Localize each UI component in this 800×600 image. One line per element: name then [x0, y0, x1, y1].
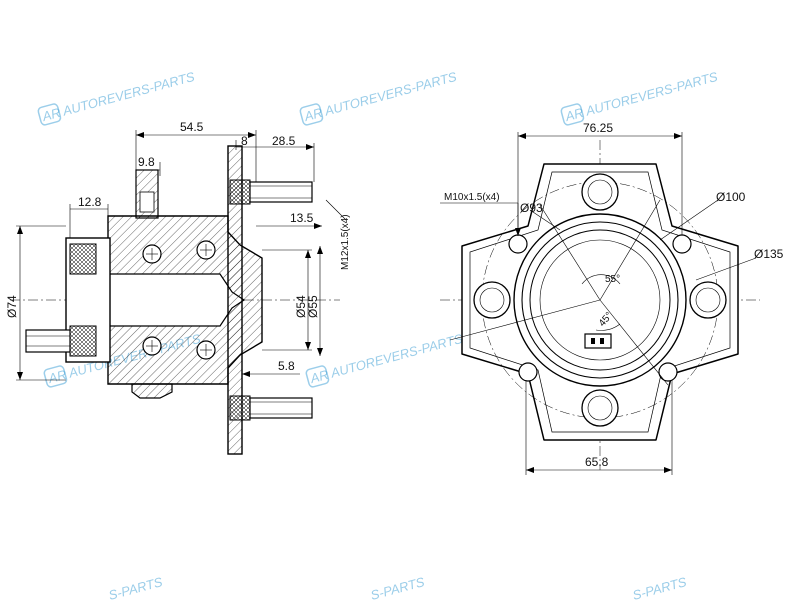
side-section-view: 54.5 8 28.5 9.8 12.8 13.5 M12x1.5(x4) Ø7… [5, 120, 351, 455]
logo-letters: AR [46, 367, 68, 386]
watermark-text: AUTOREVERS-PARTS [322, 69, 458, 119]
dim-76-25: 76.25 [583, 121, 613, 135]
hub-bore [95, 273, 246, 327]
dim-dia-100: Ø100 [716, 190, 746, 204]
watermark-3: AR AUTOREVERS-PARTS [560, 69, 719, 126]
watermark-9: S-PARTS [631, 574, 688, 600]
encoder-ring-lower [69, 325, 97, 357]
logo-icon [37, 103, 62, 126]
angle-55: 55° [605, 274, 620, 285]
side-dimensions: 54.5 8 28.5 9.8 12.8 13.5 M12x1.5(x4) Ø7… [5, 120, 351, 381]
bore-ring [539, 239, 661, 361]
lower-mount-lug [131, 383, 173, 399]
watermark-1: AR AUTOREVERS-PARTS [37, 69, 196, 126]
mount-hole-ul [508, 234, 528, 254]
dim-5-8: 5.8 [278, 359, 295, 373]
logo-letters: AR [40, 105, 62, 124]
stud-hole-bottom [581, 389, 619, 427]
stud-hole-left [473, 281, 511, 319]
logo-letters: AR [308, 367, 330, 386]
watermark-8: S-PARTS [369, 574, 426, 600]
watermark-text: AUTOREVERS-PARTS [583, 69, 719, 119]
upper-mount-hole [139, 191, 155, 213]
mount-hole-ll [518, 362, 538, 382]
watermark-5: AR AUTOREVERS-PARTS [305, 331, 464, 388]
stud-hole-right [689, 281, 727, 319]
abs-sensor-connector [584, 333, 612, 349]
watermark-7: S-PARTS [107, 574, 164, 600]
logo-icon [299, 103, 324, 126]
flange-inner-outline [469, 171, 731, 433]
dim-13-5: 13.5 [290, 211, 314, 225]
dim-12-8: 12.8 [78, 195, 102, 209]
pilot-ring-outer [513, 213, 687, 387]
mount-hole-ur [672, 234, 692, 254]
sensor-connector [25, 329, 71, 353]
pilot-ring-inner [529, 229, 671, 371]
dim-bolt-m12: M12x1.5(x4) [340, 214, 351, 270]
wheel-stud-upper [229, 179, 313, 205]
watermark-text: AUTOREVERS-PARTS [328, 331, 464, 381]
dim-54-5: 54.5 [180, 120, 204, 134]
watermark-2: AR AUTOREVERS-PARTS [299, 69, 458, 126]
encoder-ring-upper [69, 243, 97, 275]
dim-dia-135: Ø135 [754, 247, 784, 261]
dim-dia-55: Ø55 [306, 295, 320, 318]
dim-8: 8 [241, 134, 248, 148]
logo-letters: AR [302, 105, 324, 124]
watermark-text: AUTOREVERS-PARTS [60, 69, 196, 119]
wheel-stud-lower [229, 395, 313, 421]
mount-hole-lr [658, 362, 678, 382]
front-view: 55° 45° 76.25 M10x1.5(x4) Ø93 Ø100 Ø135 … [440, 121, 784, 475]
dim-28-5: 28.5 [272, 134, 296, 148]
dim-65-8: 65.8 [585, 455, 609, 469]
dim-dia-54: Ø54 [294, 295, 308, 318]
logo-icon [305, 365, 330, 388]
logo-icon [560, 103, 585, 126]
wheel-flange [227, 145, 243, 455]
dim-bolt-m10: M10x1.5(x4) [444, 192, 500, 203]
dim-dia-93: Ø93 [520, 201, 543, 215]
dim-9-8: 9.8 [138, 155, 155, 169]
pilot-ring-mid [521, 221, 679, 379]
dim-dia-74: Ø74 [5, 295, 19, 318]
bearing-balls [142, 240, 216, 360]
logo-letters: AR [563, 105, 585, 124]
stud-hole-top [581, 173, 619, 211]
logo-icon [43, 365, 68, 388]
